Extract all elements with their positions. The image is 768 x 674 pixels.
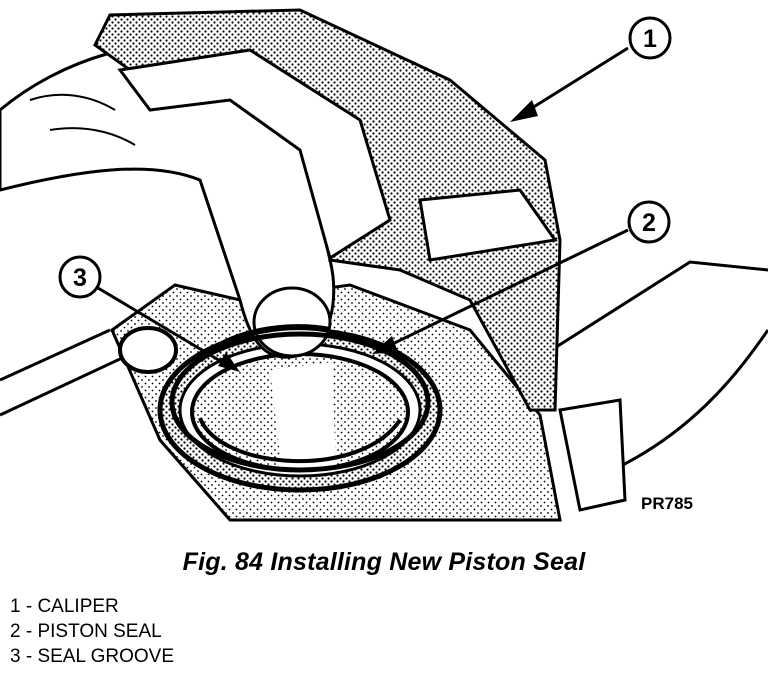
piston-seal-illustration: 1 2 3 PR785	[0, 8, 768, 522]
legend-item: 3 - SEAL GROOVE	[10, 646, 175, 667]
legend: 1 - CALIPER 2 - PISTON SEAL 3 - SEAL GRO…	[10, 594, 174, 669]
finger	[0, 42, 336, 359]
piston-seal-ring	[169, 324, 431, 473]
plate-id: PR785	[641, 494, 693, 513]
callout-2: 2	[372, 200, 671, 354]
callout-1: 1	[510, 16, 672, 122]
legend-item: 1 - CALIPER	[10, 596, 119, 617]
callout-3: 3	[58, 255, 240, 372]
callout-1-number: 1	[643, 25, 657, 53]
figure-caption: Fig. 84 Installing New Piston Seal	[182, 548, 586, 576]
legend-item: 2 - PISTON SEAL	[10, 621, 162, 642]
callout-2-number: 2	[642, 209, 656, 237]
callout-3-number: 3	[73, 264, 87, 292]
caliper-arm	[93, 8, 627, 512]
